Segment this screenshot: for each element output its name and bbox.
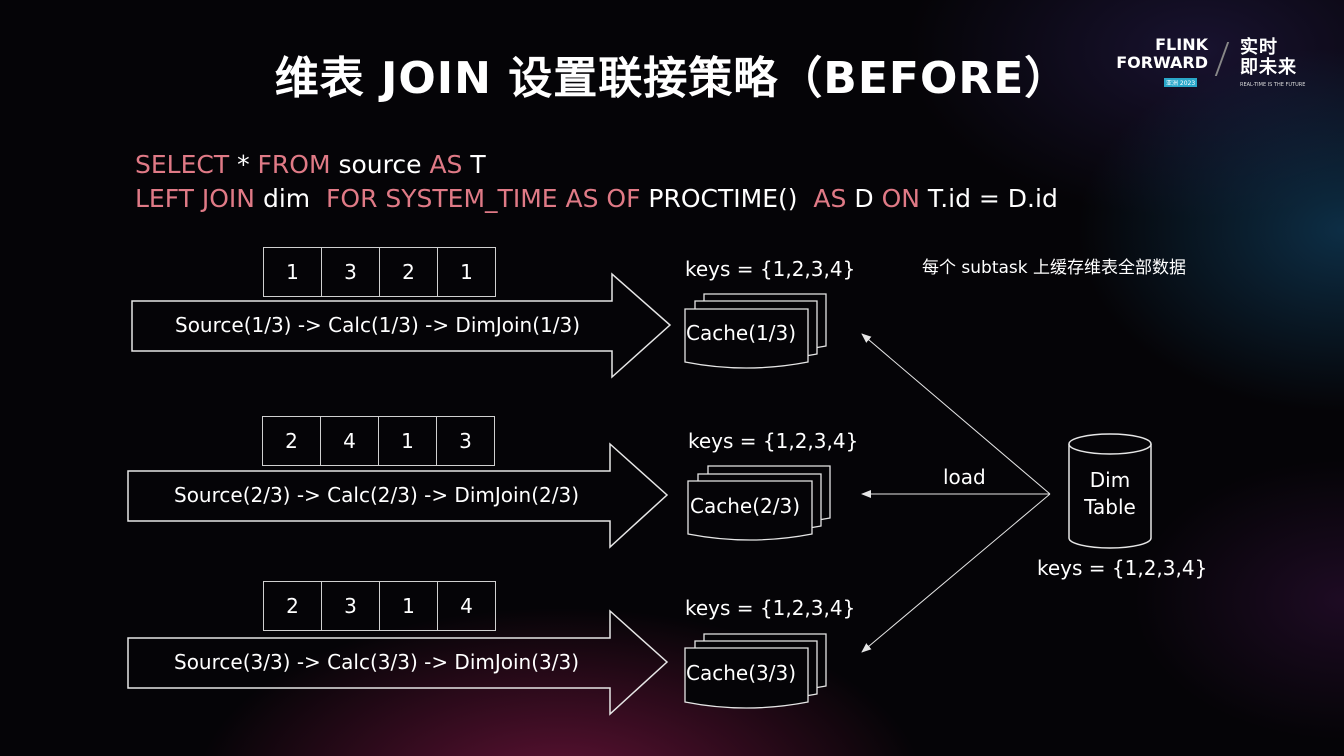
record-key: 1 [379,581,438,631]
dim-table-keys: keys = {1,2,3,4} [1037,556,1208,580]
pipeline-label-2: Source(2/3) -> Calc(2/3) -> DimJoin(2/3) [174,483,580,507]
cache-note: 每个 subtask 上缓存维表全部数据 [922,258,1187,278]
sql-keyword: SELECT [135,150,230,179]
record-queue-1: 1 3 2 1 [263,247,496,297]
cache-label-1: Cache(1/3) [686,321,796,345]
cache-label-2: Cache(2/3) [690,494,800,518]
dim-table-cylinder [1068,433,1152,549]
record-queue-3: 2 3 1 4 [263,581,496,631]
record-key: 4 [320,416,379,466]
cache-stack-1 [684,293,827,369]
sql-text: source [330,150,430,179]
record-key: 1 [437,247,496,297]
sql-keyword: FROM [257,150,331,179]
load-arrow-1 [861,333,1051,495]
record-key: 2 [263,581,322,631]
pipeline-arrow-2 [127,442,669,549]
sql-text: D [846,184,882,213]
slide-title: 维表 JOIN 设置联接策略（BEFORE） [274,53,1070,104]
cache-stack-3 [684,633,827,709]
logo-wordmark: FLINK FORWARD [1106,36,1208,72]
sql-text: T.id = D.id [919,184,1058,213]
cache-keys-1: keys = {1,2,3,4} [685,257,856,281]
cache-keys-3: keys = {1,2,3,4} [685,596,856,620]
sql-keyword: AS [429,150,463,179]
dim-table-line1: Dim [1089,468,1131,492]
sql-text: T [462,150,486,179]
sql-keyword: LEFT JOIN [135,184,256,213]
logo-tagline: REAL-TIME IS THE FUTURE [1240,82,1306,88]
sql-text: PROCTIME() [640,184,814,213]
dim-table-line2: Table [1084,495,1136,519]
record-key: 1 [378,416,437,466]
cache-label-3: Cache(3/3) [686,661,796,685]
logo-cn-line1: 实时 [1240,37,1278,58]
record-key: 3 [436,416,495,466]
sql-line-1: SELECT * FROM source AS T [135,150,486,179]
logo-chinese: 实时 即未来 [1240,38,1297,78]
record-key: 3 [321,581,380,631]
pipeline-label-1: Source(1/3) -> Calc(1/3) -> DimJoin(1/3) [175,313,581,337]
sql-keyword: FOR SYSTEM_TIME AS OF [326,184,641,213]
logo-cn-line2: 即未来 [1240,57,1297,78]
sql-text: dim [255,184,327,213]
record-queue-2: 2 4 1 3 [262,416,495,466]
sql-keyword: AS [813,184,847,213]
logo-badge: 亚洲 2023 [1164,78,1198,87]
record-key: 4 [437,581,496,631]
sql-keyword: ON [881,184,920,213]
logo-flink: FLINK [1155,35,1208,54]
cache-keys-2: keys = {1,2,3,4} [688,429,859,453]
cache-stack-2 [687,465,831,541]
record-key: 2 [262,416,321,466]
dim-table-label: Dim Table [1069,467,1151,521]
flink-forward-logo: FLINK FORWARD 亚洲 2023 实时 即未来 REAL-TIME I… [1106,36,1321,90]
pipeline-label-3: Source(3/3) -> Calc(3/3) -> DimJoin(3/3) [174,650,580,674]
sql-text: * [229,150,258,179]
pipeline-arrow-1 [131,272,672,379]
load-arrow-3 [861,493,1051,653]
logo-forward: FORWARD [1116,53,1208,72]
load-label: load [943,465,986,489]
sql-line-2: LEFT JOIN dim FOR SYSTEM_TIME AS OF PROC… [135,184,1058,213]
pipeline-arrow-3 [127,609,669,716]
